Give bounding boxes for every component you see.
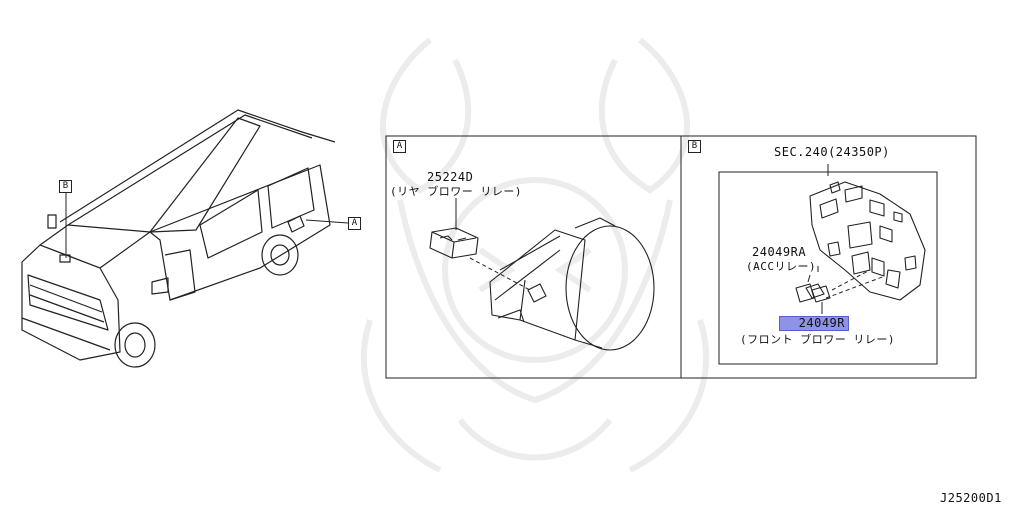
front-blower-relay-part-name: (フロント ブロワー リレー) <box>740 333 895 346</box>
callout-b-tag: B <box>59 180 72 193</box>
acc-relay-part-number: 24049RA <box>752 245 807 259</box>
callout-a-tag: A <box>348 217 361 230</box>
acc-relay-part-name: (ACCリレー) <box>746 260 817 273</box>
rear-blower-relay-part-name: (リヤ ブロワー リレー) <box>390 185 522 198</box>
panel-b-tag: B <box>688 140 701 153</box>
rear-blower-relay-part-number: 25224D <box>427 170 474 184</box>
panel-a-tag: A <box>393 140 406 153</box>
front-blower-relay-part-number[interactable]: 24049R <box>779 316 849 331</box>
diagram-code: J25200D1 <box>940 491 1002 505</box>
section-reference: SEC.240(24350P) <box>774 145 890 159</box>
